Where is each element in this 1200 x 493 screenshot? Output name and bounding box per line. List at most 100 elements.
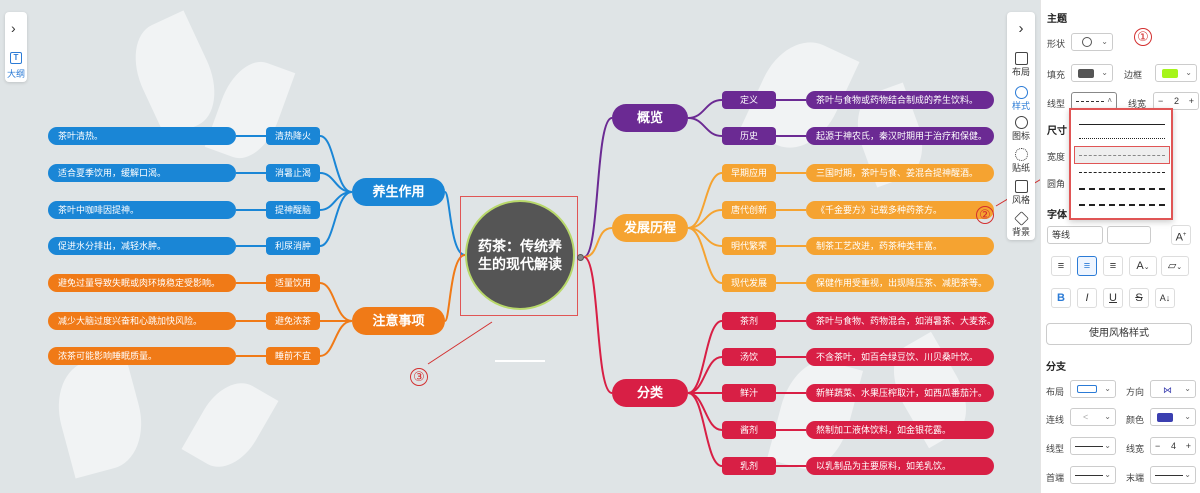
toolbar-background[interactable]: 背景 <box>1007 211 1035 238</box>
highlight-button[interactable]: ▱⌄ <box>1161 256 1189 276</box>
sub-topic[interactable]: 避免浓茶 <box>266 312 320 330</box>
sub-topic[interactable]: 酱剂 <box>722 421 776 439</box>
outline-icon[interactable]: T <box>10 52 22 64</box>
head-style-select[interactable]: ⌄ <box>1070 466 1116 484</box>
leaf-topic[interactable]: 保健作用受重视，出现降压茶、减肥茶等。 <box>806 274 994 292</box>
branch-line-type-select[interactable]: ⌄ <box>1070 437 1116 455</box>
underline-button[interactable]: U <box>1103 288 1123 308</box>
layout-select[interactable]: ⌄ <box>1070 380 1116 398</box>
sub-topic[interactable]: 早期应用 <box>722 164 776 182</box>
fill-color-select[interactable]: ⌄ <box>1071 64 1113 82</box>
bold-button[interactable]: B <box>1051 288 1071 308</box>
leaf-topic[interactable]: 《千金要方》记载多种药茶方。 <box>806 201 994 219</box>
extra-long-dash-line-option[interactable] <box>1079 204 1165 206</box>
leaf-topic[interactable]: 茶叶与食物、药物混合，如消暑茶、大麦茶。 <box>806 312 994 330</box>
leaf-topic[interactable]: 茶叶中咖啡因提神。 <box>48 201 236 219</box>
radius-label: 圆角 <box>1047 179 1066 189</box>
collapse-panel-button[interactable]: › <box>1018 20 1024 37</box>
plus-icon[interactable]: + <box>1185 441 1191 451</box>
leaf-topic[interactable]: 茶叶与食物或药物结合制成的养生饮料。 <box>806 91 994 109</box>
chevron-down-icon: ⌄ <box>1104 412 1111 421</box>
tail-style-select[interactable]: ⌄ <box>1150 466 1196 484</box>
sub-topic[interactable]: 清热降火 <box>266 127 320 145</box>
plus-icon[interactable]: + <box>1188 96 1194 106</box>
leaf-topic[interactable]: 熬制加工液体饮料，如金银花露。 <box>806 421 994 439</box>
line-width-stepper[interactable]: − 2 + <box>1153 92 1199 110</box>
toolbar-style[interactable]: 样式 <box>1007 86 1035 112</box>
branch-health-effects[interactable]: 养生作用 <box>352 178 445 206</box>
sub-topic[interactable]: 消暑止渴 <box>266 164 320 182</box>
dotted-line-option[interactable] <box>1079 138 1165 139</box>
sub-topic[interactable]: 鲜汁 <box>722 384 776 402</box>
leaf-topic[interactable]: 茶叶清热。 <box>48 127 236 145</box>
direction-icon: ⋈ <box>1163 385 1172 395</box>
connector-select[interactable]: < ⌄ <box>1070 408 1116 426</box>
font-size-select[interactable] <box>1107 226 1151 244</box>
leaf-topic[interactable]: 制茶工艺改进，药茶种类丰富。 <box>806 237 994 255</box>
sub-topic[interactable]: 利尿消肿 <box>266 237 320 255</box>
sub-topic[interactable]: 睡前不宜 <box>266 347 320 365</box>
connection-anchor[interactable] <box>577 254 584 261</box>
leaf-topic[interactable]: 减少大脑过度兴奋和心跳加快风险。 <box>48 312 236 330</box>
sub-topic[interactable]: 现代发展 <box>722 274 776 292</box>
dash-dot-line-option[interactable] <box>1079 172 1165 173</box>
line-type-select[interactable]: ˄ <box>1071 92 1117 110</box>
toolbar-stickers[interactable]: 贴纸 <box>1007 148 1035 174</box>
font-family-select[interactable]: 等线 <box>1047 226 1103 244</box>
font-color-button[interactable]: A⌄ <box>1129 256 1157 276</box>
toolbar-theme[interactable]: 风格 <box>1007 180 1035 206</box>
sub-topic[interactable]: 适量饮用 <box>266 274 320 292</box>
font-size-decrease-button[interactable] <box>1151 225 1171 245</box>
leaf-topic[interactable]: 起源于神农氏，秦汉时期用于治疗和保健。 <box>806 127 994 145</box>
leaf-topic[interactable]: 不含茶叶，如百合绿豆饮、川贝桑叶饮。 <box>806 348 994 366</box>
branch-categories[interactable]: 分类 <box>612 379 688 407</box>
sub-topic[interactable]: 定义 <box>722 91 776 109</box>
text-case-button[interactable]: A↓ <box>1155 288 1175 308</box>
italic-button[interactable]: I <box>1077 288 1097 308</box>
branch-line-width-stepper[interactable]: − 4 + <box>1150 437 1196 455</box>
expand-chevron-icon[interactable]: › <box>11 20 16 36</box>
border-color-select[interactable]: ⌄ <box>1155 64 1197 82</box>
sub-topic[interactable]: 明代繁荣 <box>722 237 776 255</box>
align-left-button[interactable]: ≡ <box>1051 256 1071 276</box>
direction-select[interactable]: ⋈ ⌄ <box>1150 380 1196 398</box>
leaf-topic[interactable]: 新鲜蔬菜、水果压榨取汁，如西瓜番茄汁。 <box>806 384 994 402</box>
branch-precautions[interactable]: 注意事项 <box>352 307 445 335</box>
sub-topic[interactable]: 唐代创新 <box>722 201 776 219</box>
connector-icon: < <box>1083 412 1089 422</box>
outline-label[interactable]: 大纲 <box>7 69 26 79</box>
toolbar-layout[interactable]: 布局 <box>1007 52 1035 78</box>
central-topic[interactable]: 药茶：传统养生的现代解读 <box>465 200 575 310</box>
font-size-increase-button[interactable]: A+ <box>1171 225 1191 245</box>
align-center-button[interactable]: ≡ <box>1077 256 1097 276</box>
layout-label: 布局 <box>1046 387 1065 397</box>
branch-history[interactable]: 发展历程 <box>612 214 688 242</box>
apply-style-button[interactable]: 使用风格样式 <box>1046 323 1192 345</box>
strikethrough-button[interactable]: S <box>1129 288 1149 308</box>
leaf-topic[interactable]: 三国时期，茶叶与食、姜混合提神醒酒。 <box>806 164 994 182</box>
grid-icon <box>1014 180 1028 193</box>
long-dash-line-option[interactable] <box>1079 188 1165 190</box>
shape-select[interactable]: ⌄ <box>1071 33 1113 51</box>
leaf-topic[interactable]: 促进水分排出，减轻水肿。 <box>48 237 236 255</box>
sub-topic[interactable]: 茶剂 <box>722 312 776 330</box>
dashed-line-option[interactable] <box>1079 155 1165 156</box>
mindmap-canvas[interactable]: › T 大纲 药茶：传统养生的现代解读 养生作用 清热降火 消暑止渴 提神醒脑 … <box>0 0 1040 493</box>
sub-topic[interactable]: 历史 <box>722 127 776 145</box>
toolbar-icons[interactable]: 图标 <box>1007 116 1035 142</box>
leaf-topic[interactable]: 浓茶可能影响睡眠质量。 <box>48 347 236 365</box>
leaf-topic[interactable]: 适合夏季饮用，缓解口渴。 <box>48 164 236 182</box>
sub-topic[interactable]: 乳剂 <box>722 457 776 475</box>
leaf-topic[interactable]: 以乳制品为主要原料，如羌乳饮。 <box>806 457 994 475</box>
dashed-line-preview <box>1076 101 1104 102</box>
smiley-icon <box>1014 116 1028 129</box>
branch-overview[interactable]: 概览 <box>612 104 688 132</box>
align-right-button[interactable]: ≡ <box>1103 256 1123 276</box>
minus-icon[interactable]: − <box>1158 96 1164 106</box>
sub-topic[interactable]: 提神醒脑 <box>266 201 320 219</box>
sub-topic[interactable]: 汤饮 <box>722 348 776 366</box>
branch-color-select[interactable]: ⌄ <box>1150 408 1196 426</box>
minus-icon[interactable]: − <box>1155 441 1161 451</box>
leaf-topic[interactable]: 避免过量导致失眠或肉环境稳定受影响。 <box>48 274 236 292</box>
solid-line-option[interactable] <box>1079 124 1165 125</box>
